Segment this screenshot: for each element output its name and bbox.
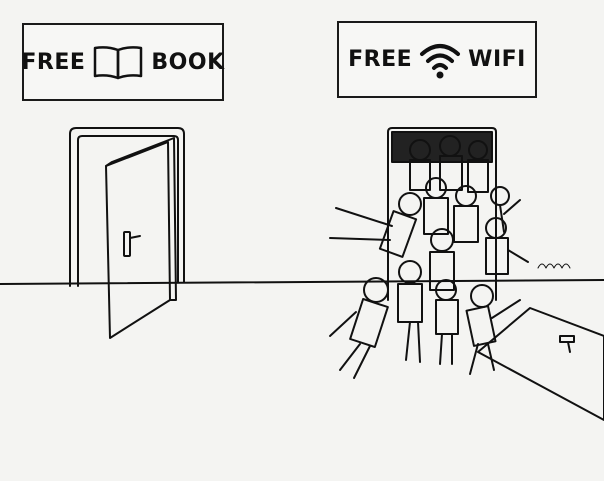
left-door: [105, 141, 171, 339]
crowd: [329, 135, 529, 379]
free-wifi-sign-word2: WIFI: [468, 47, 526, 72]
right-door-floor: [477, 307, 604, 421]
left-door-edge: [105, 137, 177, 301]
free-wifi-sign-word1: FREE: [348, 47, 413, 72]
artist-signature: [537, 263, 571, 269]
open-book-icon: [91, 44, 145, 80]
free-book-sign-word2: BOOK: [151, 49, 225, 75]
free-book-sign-word1: FREE: [21, 49, 86, 75]
free-book-sign: FREE BOOK: [21, 23, 225, 101]
left-door-frame-inner: [77, 135, 179, 287]
wifi-icon: [418, 40, 462, 80]
right-door-interior: [391, 131, 493, 163]
left-door-frame: [69, 127, 185, 287]
free-wifi-sign: FREE WIFI: [337, 21, 537, 98]
right-door-frame: [387, 127, 497, 301]
left-door-handle: [123, 231, 131, 257]
floor-line: [0, 279, 604, 285]
right-door-handle: [559, 335, 575, 343]
